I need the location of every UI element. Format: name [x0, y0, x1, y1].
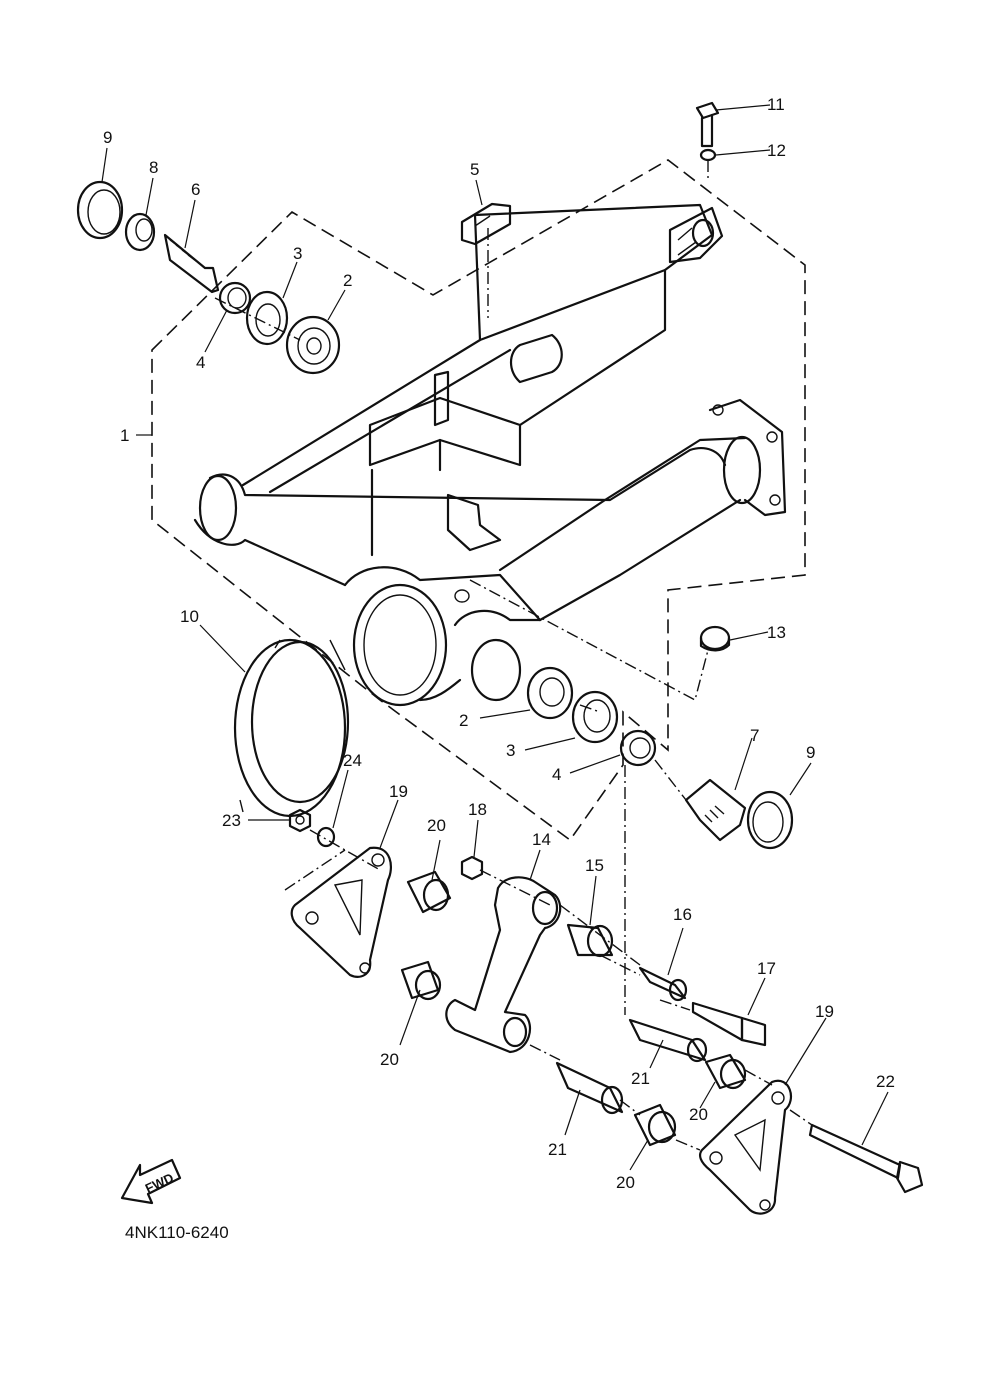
callout-3: 3 — [506, 741, 515, 760]
callout-19: 19 — [815, 1002, 834, 1021]
leader-lines — [101, 104, 889, 1171]
pivot-cap-left — [76, 180, 124, 240]
callout-7: 7 — [750, 726, 759, 745]
callout-numbers: 1 2 2 3 3 4 4 5 6 7 8 9 9 10 11 12 13 14… — [103, 95, 895, 1192]
pivot-adjust-bolt — [163, 233, 220, 294]
collar-21a — [628, 1018, 708, 1063]
oil-seal-left — [245, 290, 289, 346]
collar-right — [619, 729, 657, 767]
callout-9: 9 — [103, 128, 112, 147]
collar-left — [218, 281, 252, 315]
caution-label — [460, 202, 512, 246]
callout-15: 15 — [585, 856, 604, 875]
oil-seal-right — [571, 690, 619, 744]
callout-4: 4 — [196, 353, 205, 372]
callout-3: 3 — [293, 244, 302, 263]
bolt-washer-top — [695, 101, 720, 180]
bushing-20c — [704, 1053, 747, 1090]
bushing-20d — [633, 1103, 677, 1147]
bearing-right — [526, 666, 574, 720]
relay-arm-plate-right — [699, 1079, 793, 1215]
bushing-20b — [400, 960, 442, 1001]
diagram-code: 4NK110-6240 — [125, 1223, 229, 1242]
callout-2: 2 — [459, 711, 468, 730]
callout-20: 20 — [689, 1105, 708, 1124]
callout-13: 13 — [767, 623, 786, 642]
link-nut — [288, 808, 312, 833]
swingarm-assembly-boundary — [151, 159, 806, 842]
bushing-15 — [566, 923, 614, 958]
callout-21: 21 — [631, 1069, 650, 1088]
callout-20: 20 — [427, 816, 446, 835]
callout-22: 22 — [876, 1072, 895, 1091]
callout-24: 24 — [343, 751, 362, 770]
callout-4: 4 — [552, 765, 561, 784]
relay-arm-plate-left — [290, 846, 392, 978]
callout-23: 23 — [222, 811, 241, 830]
pivot-shaft-right — [684, 778, 747, 842]
linkage-parts — [288, 808, 924, 1215]
pivot-cap-right — [746, 790, 794, 850]
callout-21: 21 — [548, 1140, 567, 1159]
locknut — [124, 212, 156, 252]
link-nut-18 — [460, 855, 484, 881]
plug-cap — [699, 625, 731, 652]
callout-1: 1 — [120, 426, 129, 445]
forward-direction-arrow: FWD — [120, 1158, 182, 1205]
callout-20: 20 — [616, 1173, 635, 1192]
left-pivot-parts — [76, 180, 512, 375]
bushing-20a — [406, 870, 452, 914]
callout-17: 17 — [757, 959, 776, 978]
callout-2: 2 — [343, 271, 352, 290]
callout-20: 20 — [380, 1050, 399, 1069]
callout-8: 8 — [149, 158, 158, 177]
link-washer — [316, 826, 336, 848]
callout-6: 6 — [191, 180, 200, 199]
callout-14: 14 — [532, 830, 551, 849]
long-bolt-22 — [808, 1123, 924, 1194]
callout-18: 18 — [468, 800, 487, 819]
collar-21b — [555, 1061, 624, 1115]
collar-16 — [638, 966, 688, 1002]
callout-16: 16 — [673, 905, 692, 924]
connecting-rod — [445, 876, 562, 1054]
dust-cover — [233, 638, 350, 818]
callout-10: 10 — [180, 607, 199, 626]
link-bolt-17 — [691, 1001, 767, 1047]
callout-12: 12 — [767, 141, 786, 160]
alignment-lines — [214, 228, 813, 1151]
callout-11: 11 — [767, 95, 785, 114]
callout-19: 19 — [389, 782, 408, 801]
swingarm — [193, 203, 787, 707]
fwd-label: FWD — [143, 1170, 176, 1196]
right-pivot-parts — [526, 625, 794, 850]
bearing-left — [285, 315, 341, 375]
callout-9: 9 — [806, 743, 815, 762]
callout-5: 5 — [470, 160, 479, 179]
